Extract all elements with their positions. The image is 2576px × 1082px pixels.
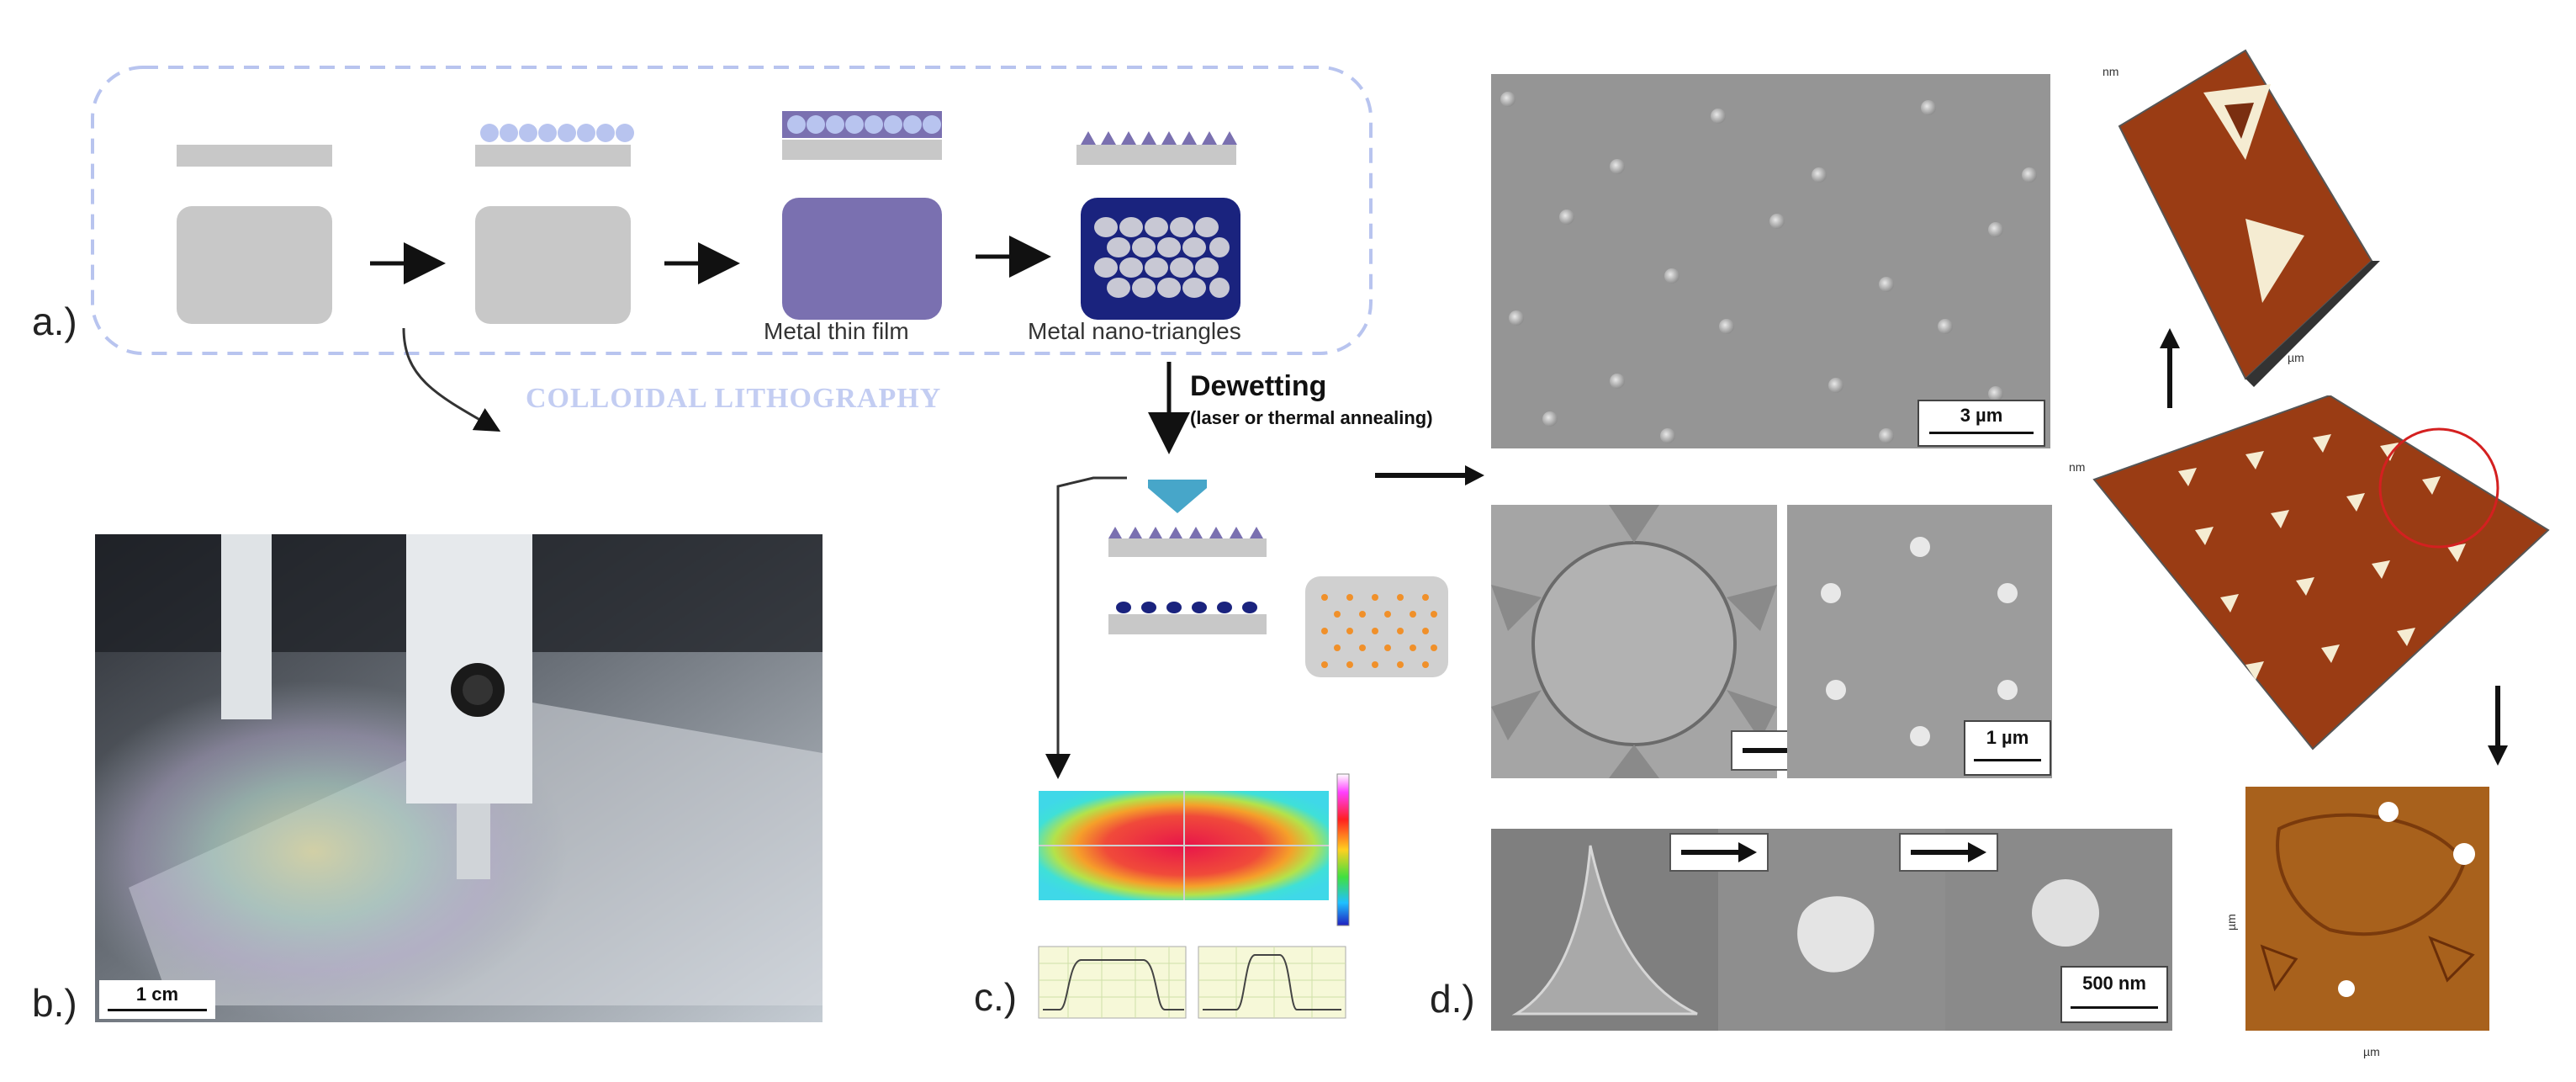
cyan-down-arrow [1148,480,1207,513]
afm-highlight-circle [2378,427,2499,549]
dewetting-title: Dewetting [1190,370,1327,402]
svg-text:µm: µm [2363,1045,2380,1058]
nano-triangle-pattern [1094,217,1230,298]
panel-label-a: a.) [32,300,77,343]
substrate-bar-4 [1076,145,1236,165]
sem-dewet-hexagon [1491,505,1777,778]
arrow-to-sem [1375,465,1484,485]
nanoparticle-row [1116,602,1257,613]
svg-text:nm: nm [2103,65,2118,78]
profile-plot-y [1198,946,1346,1019]
dewetting-flow [1045,362,1448,779]
intensity-map-panel [1038,773,1350,1019]
substrate-bar-dewet-1 [1108,538,1267,557]
metal-film-block [782,198,942,320]
substrate-bar-1 [177,145,332,167]
sem-arrow-box-1 [1669,833,1769,872]
sem-scale-bar-bottom: 500 nm [2060,966,2168,1023]
sem-arrow-box-2 [1899,833,1998,872]
sem-particles [1500,92,2037,443]
metal-nano-triangles-label: Metal nano-triangles [1028,318,1241,344]
afm-array-triangles [2178,434,2466,680]
substrate-bar-dewet-2 [1108,614,1267,634]
sem-scale-label-bottom: 500 nm [2082,973,2146,994]
sphere-row-2 [480,124,634,142]
afm-3d-single-pair: nm µm [2103,49,2380,387]
colloidal-lithography-schematic [91,66,1373,432]
panel-label-d: d.) [1430,977,1475,1021]
sphere-row-3 [787,115,941,134]
svg-text:µm: µm [2288,351,2304,364]
orange-dot-array [1321,594,1437,668]
sem-ring-particles [1821,537,2018,746]
substrate-block-2 [475,206,631,324]
svg-text:nm: nm [2069,460,2085,474]
sem-rounded-triangle [1797,896,1875,973]
sem-scale-label-top: 3 µm [1960,405,2003,426]
panel-label-c: c.) [974,975,1018,1019]
substrate-bar-2 [475,145,631,167]
sem-sphere [2032,879,2099,947]
metal-thin-film-label: Metal thin film [764,318,909,344]
profile-plot-x [1038,946,1187,1019]
dewetting-subtitle: (laser or thermal annealing) [1190,407,1433,428]
afm-3d-array: nm [2069,395,2550,751]
substrate-bar-3 [782,140,942,160]
sem-scale-bar-mid: 1 µm [1964,720,2051,776]
colloidal-lithography-title: COLLOIDAL LITHOGRAPHY [526,383,942,414]
photo-scale-bar: 1 cm [99,980,215,1019]
bracket-arrow-to-map [1045,476,1127,779]
photo-scale-label: 1 cm [135,984,179,1005]
triangle-row-dewet [1108,527,1263,538]
svg-text:µm: µm [2229,914,2238,931]
sem-triangle [1511,845,1698,1016]
sem-scale-label-mid: 1 µm [1986,727,2029,748]
curved-arrow-to-photo [402,327,501,432]
panel-label-b: b.) [32,981,77,1025]
afm-topview: µm µm [2229,787,2489,1058]
sample-photograph [95,534,823,1022]
afm-arrow-down [2488,686,2508,766]
triangle-row-4 [1081,131,1237,145]
sem-large-view [1491,74,2050,448]
intensity-colorbar [1336,773,1350,926]
afm-arrow-up [2160,328,2180,408]
sem-scale-bar-top: 3 µm [1917,400,2045,447]
schematic-frame [91,66,1373,355]
substrate-block-1 [177,206,332,324]
nanoparticle-array-block [1305,576,1448,677]
